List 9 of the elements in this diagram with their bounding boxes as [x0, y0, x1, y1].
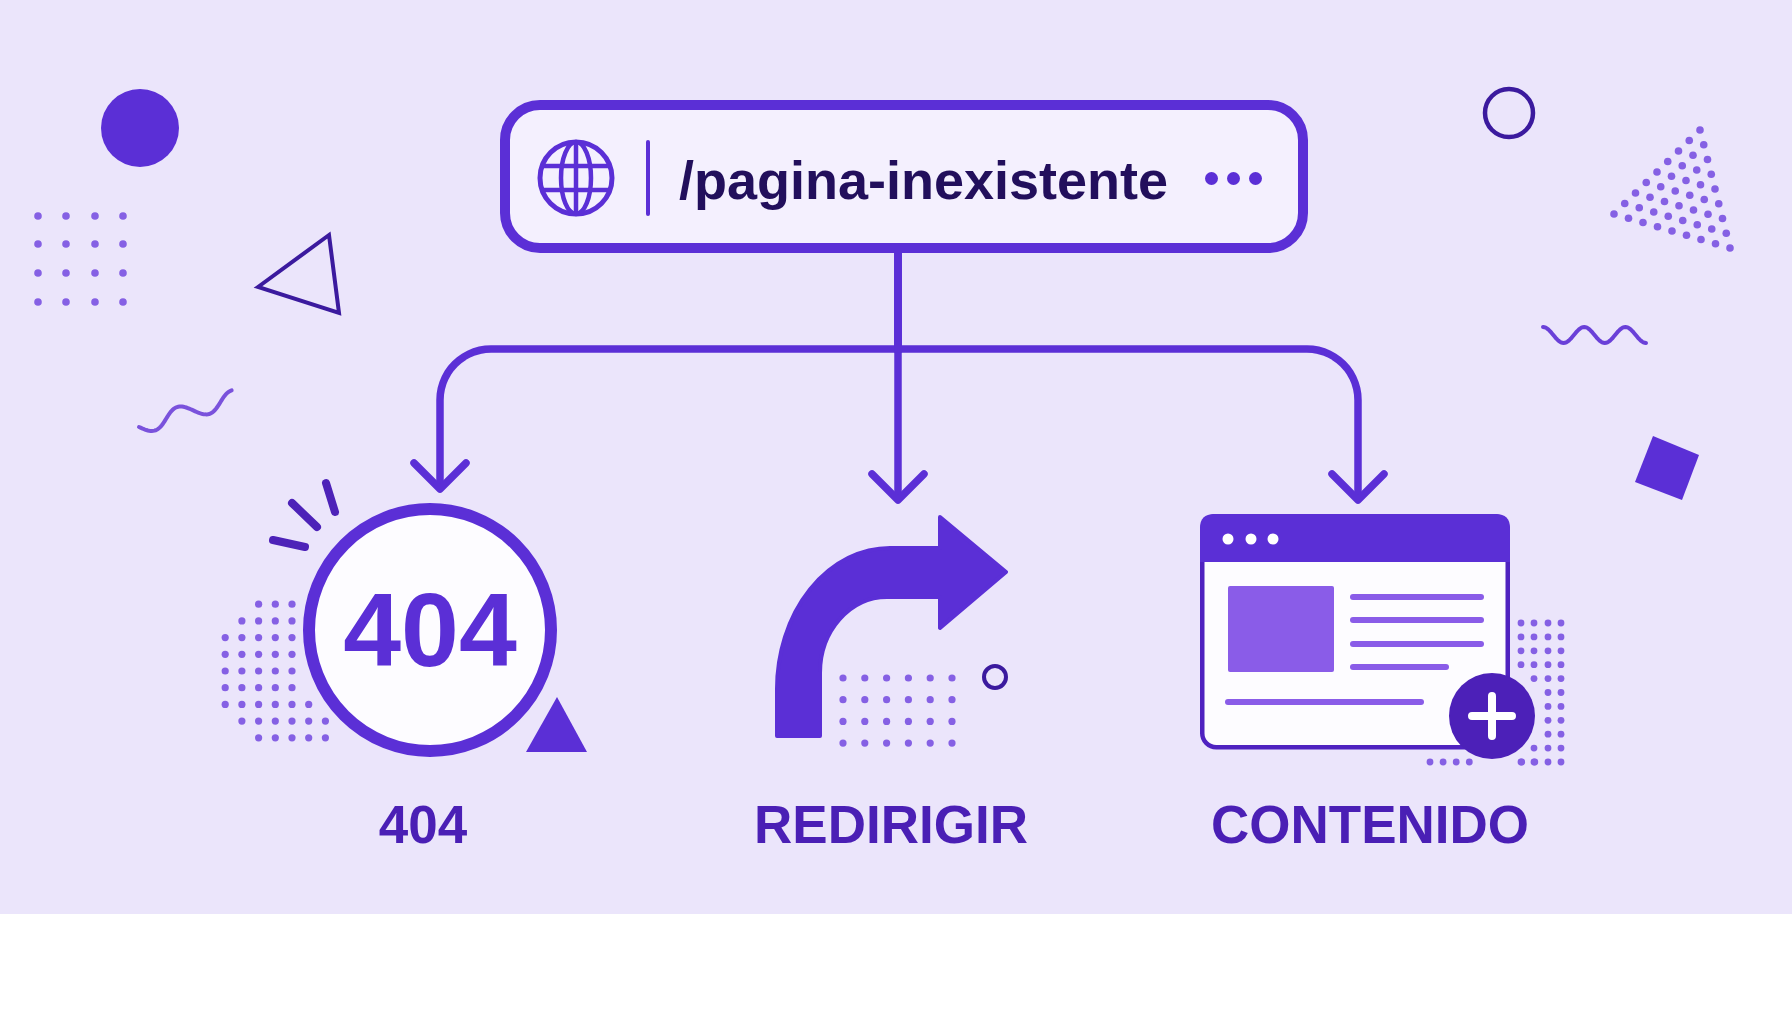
url-text: /pagina-inexistente	[679, 149, 1169, 211]
branch-label: CONTENIDO	[1211, 795, 1529, 855]
branch-label: 404	[378, 795, 468, 855]
branch-label: REDIRIGIR	[754, 795, 1028, 855]
status-code-text: 404	[343, 578, 517, 682]
arrow	[894, 253, 1388, 504]
browser-window-icon	[1200, 514, 1535, 760]
address-bar	[500, 100, 1308, 253]
redirect-arrow-icon	[775, 514, 1008, 738]
